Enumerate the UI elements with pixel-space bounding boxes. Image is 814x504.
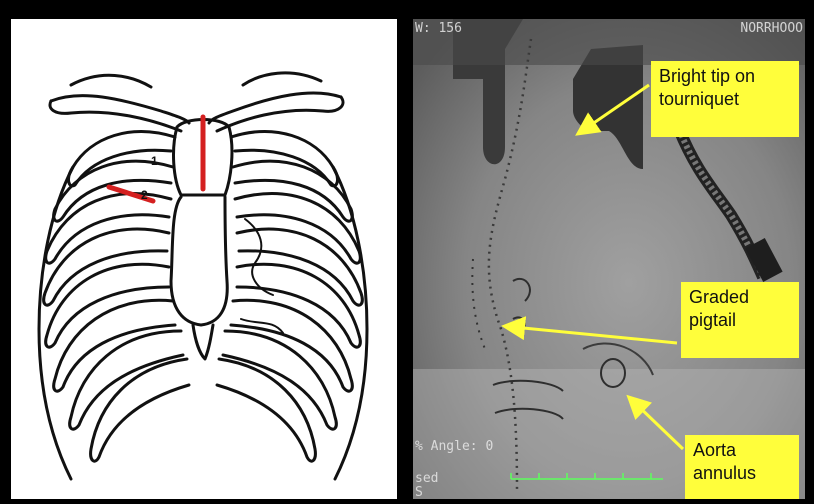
rib-label-2: 2 xyxy=(141,188,148,202)
angle-readout: % Angle: 0 xyxy=(415,439,493,454)
callout-bright-tip: Bright tip on tourniquet xyxy=(651,61,799,137)
corner-id-readout: NORRHOOO xyxy=(740,21,803,36)
callout-aorta-annulus: Aorta annulus xyxy=(685,435,799,499)
figure-frame: 1 2 xyxy=(3,3,811,501)
rib-label-1: 1 xyxy=(151,154,158,168)
footer-readout-2: S xyxy=(415,485,423,499)
rib-cage-panel: 1 2 xyxy=(11,19,397,499)
rib-cage-drawing: 1 2 xyxy=(11,19,397,499)
window-width-readout: W: 156 xyxy=(415,21,462,36)
footer-readout-1: sed xyxy=(415,471,438,486)
callout-graded-pigtail: Graded pigtail xyxy=(681,282,799,358)
fluoroscopy-panel: W: 156 NORRHOOO % Angle: 0 sed S Bright … xyxy=(413,19,805,499)
